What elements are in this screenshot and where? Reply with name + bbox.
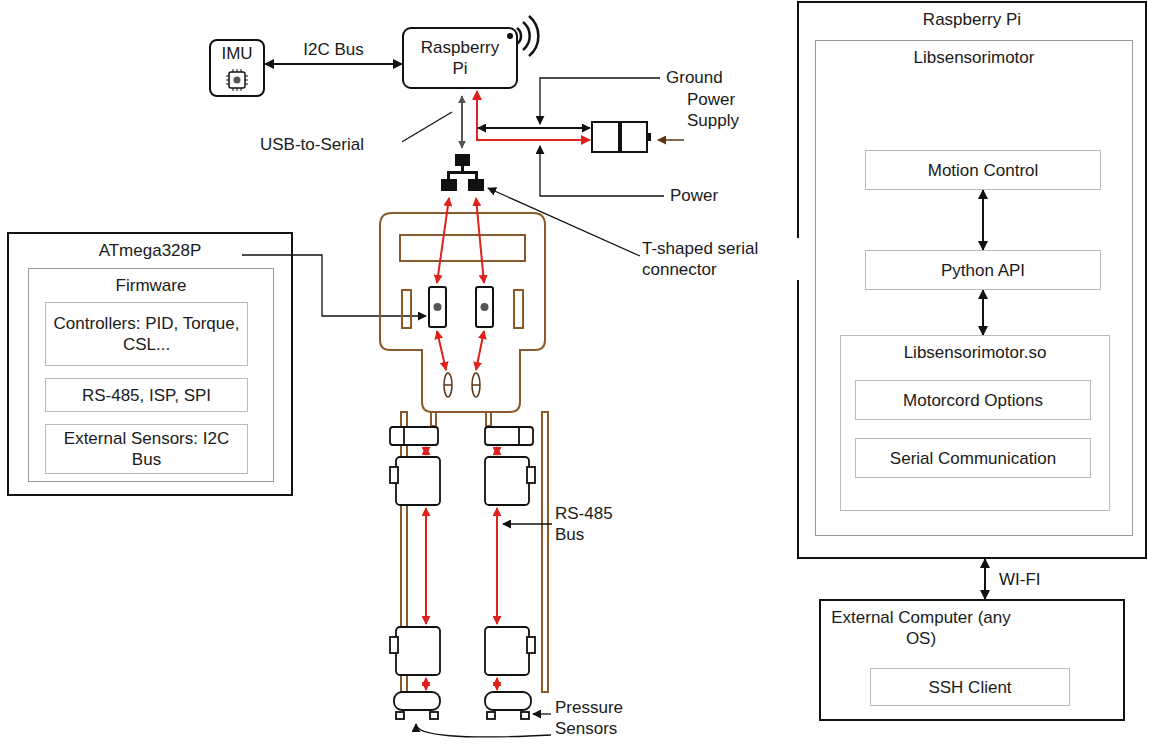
- annotation-label: RS-485 Bus: [553, 503, 627, 545]
- module-box: Motorcord Options: [855, 380, 1091, 420]
- computer-box: External Computer (any OS) SSH Client: [819, 599, 1125, 721]
- leader-line: [540, 146, 664, 196]
- annotation-label: Power: [668, 185, 742, 206]
- firmware-box: FirmwareControllers: PID, Torque, CSL...…: [28, 268, 274, 482]
- annotation-label: USB-to-Serial: [258, 134, 402, 155]
- box-heading: Power Supply: [687, 89, 755, 131]
- module-box: Motion Control: [865, 150, 1101, 190]
- servo-motor: [390, 427, 535, 710]
- box-label: Python API: [941, 260, 1025, 281]
- box-heading: Firmware: [29, 269, 273, 296]
- usb-link: [461, 96, 463, 148]
- robot-torso: [380, 213, 545, 412]
- library-box: LibsensorimotorMotion ControlPython API L…: [815, 40, 1133, 536]
- connector-arrow: [982, 190, 984, 250]
- box-label: Motorcord Options: [903, 390, 1043, 411]
- battery-symbol: [591, 121, 653, 153]
- connector-arrow: [265, 63, 402, 65]
- edge-label: WI-FI: [997, 569, 1043, 590]
- mcu-panel: ATmega328P FirmwareControllers: PID, Torq…: [7, 232, 293, 496]
- box-heading: Raspberry Pi: [799, 3, 1145, 30]
- leader-line: [395, 112, 452, 146]
- leader-line: [488, 188, 640, 256]
- box-label: External Sensors: I2C Bus: [52, 428, 242, 470]
- leader-line: [658, 139, 684, 141]
- leader-line: [533, 713, 551, 714]
- t-connector: [441, 154, 484, 191]
- box-label: Controllers: PID, Torque, CSL...: [52, 313, 242, 355]
- microcontroller-chip: [429, 287, 493, 327]
- connector-arrow: [984, 559, 986, 599]
- box-label: Serial Communication: [890, 448, 1056, 469]
- feature-box: Controllers: PID, Torque, CSL...: [45, 302, 248, 366]
- leader-line: [503, 523, 552, 524]
- leader-line: [540, 78, 660, 124]
- rs485-bus: [426, 198, 497, 690]
- annotation-label: T-shaped serial connector: [640, 238, 804, 280]
- feature-box: RS-485, ISP, SPI: [45, 378, 248, 412]
- feature-box: External Sensors: I2C Bus: [45, 424, 248, 474]
- power-supply: Power Supply: [591, 121, 653, 153]
- module-box: Serial Communication: [855, 438, 1091, 478]
- box-heading: External Computer (any OS): [821, 601, 1021, 649]
- sensor-box: IMU: [209, 39, 265, 97]
- module-box: SSH Client: [870, 668, 1070, 706]
- edge-label: I2C Bus: [301, 39, 365, 60]
- box-heading: ATmega328P: [9, 234, 291, 261]
- box-label: RS-485, ISP, SPI: [82, 385, 211, 406]
- chip-icon: [226, 69, 248, 91]
- module-box: Libsensorimotor.soMotorcord OptionsSeria…: [840, 335, 1110, 511]
- coupling: [444, 373, 480, 397]
- wifi-symbol: [507, 16, 538, 56]
- computer-box: Raspberry Pi: [402, 27, 518, 89]
- box-heading: Libsensorimotor: [816, 41, 1132, 68]
- connector-arrow: [982, 290, 984, 335]
- computer-panel: Raspberry Pi LibsensorimotorMotion Contro…: [797, 1, 1147, 559]
- leader-line: [416, 724, 551, 737]
- leader-line: [242, 255, 426, 316]
- box-label: Motion Control: [928, 160, 1039, 181]
- box-label: SSH Client: [928, 677, 1011, 698]
- annotation-label: Ground: [664, 67, 738, 88]
- pressure-sensor: [396, 712, 529, 719]
- connector-arrow: [477, 91, 590, 140]
- box-heading: Libsensorimotor.so: [841, 336, 1109, 363]
- box-heading: IMU: [211, 41, 263, 64]
- module-box: Python API: [865, 250, 1101, 290]
- ground-wire: [478, 127, 590, 129]
- box-label: Raspberry Pi: [414, 37, 506, 79]
- annotation-label: Pressure Sensors: [553, 697, 637, 739]
